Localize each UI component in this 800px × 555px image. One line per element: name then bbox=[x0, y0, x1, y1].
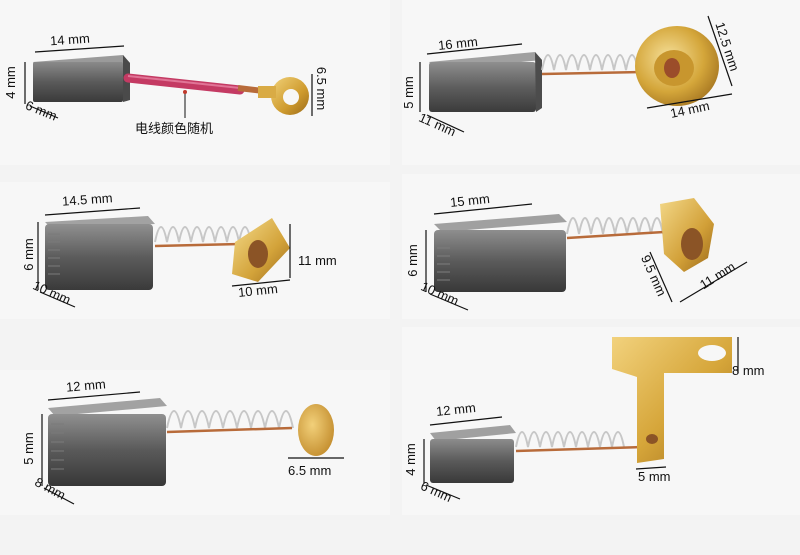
dimension-length: 12 mm bbox=[435, 399, 477, 420]
carbon-block bbox=[434, 230, 566, 292]
carbon-block bbox=[429, 62, 536, 112]
dimension-terminal-b: 5 mm bbox=[638, 469, 671, 484]
carbon-brush-4-drawing bbox=[425, 198, 748, 311]
dimension-length: 14 mm bbox=[49, 30, 91, 49]
bracket-terminal bbox=[612, 337, 732, 463]
carbon-block bbox=[33, 62, 123, 102]
dimension-length: 15 mm bbox=[449, 190, 491, 211]
dimension-length: 14.5 mm bbox=[61, 190, 114, 209]
product-panel-4: 15 mm 6 mm 10 mm 9.5 mm 11 mm bbox=[402, 174, 800, 319]
dimension-terminal-a: 8 mm bbox=[732, 363, 765, 378]
spring bbox=[166, 410, 294, 429]
carbon-brush-2-drawing bbox=[419, 15, 733, 133]
product-panel-3: 14.5 mm 6 mm 10 mm 11 mm 10 mm bbox=[0, 182, 390, 319]
disc-terminal bbox=[298, 404, 334, 456]
dimension-height: 5 mm bbox=[400, 76, 416, 109]
carbon-brush-3-drawing bbox=[37, 207, 291, 308]
spring bbox=[566, 217, 676, 235]
carbon-brush-1-drawing bbox=[24, 45, 313, 119]
dimension-height: 6 mm bbox=[404, 244, 420, 277]
product-panel-6: 12 mm 4 mm 6 mm 8 mm 5 mm bbox=[402, 327, 800, 515]
spring bbox=[154, 226, 252, 243]
dimension-height: 5 mm bbox=[20, 432, 36, 465]
dimension-height: 6 mm bbox=[20, 238, 36, 271]
dimension-terminal: 6.5 mm bbox=[288, 463, 332, 478]
dimension-terminal-a: 11 mm bbox=[298, 253, 337, 268]
carbon-brush-6-drawing bbox=[423, 337, 739, 500]
dimension-terminal: 6.5 mm bbox=[314, 66, 330, 111]
dimension-length: 12 mm bbox=[65, 376, 107, 395]
carbon-brush-5-drawing bbox=[41, 391, 344, 505]
dimension-length: 16 mm bbox=[437, 33, 479, 54]
carbon-block bbox=[430, 439, 514, 483]
product-panel-1: 14 mm 4 mm 6 mm 6.5 mm 电线颜色随机 bbox=[0, 0, 390, 165]
dimension-height: 4 mm bbox=[2, 66, 18, 99]
dimension-height: 4 mm bbox=[402, 443, 418, 476]
product-panel-2: 16 mm 5 mm 11 mm 12.5 mm 14 mm bbox=[400, 0, 800, 165]
lead-wire bbox=[123, 73, 245, 95]
product-panel-5: 12 mm 5 mm 8 mm 6.5 mm bbox=[0, 370, 390, 515]
carbon-block bbox=[48, 414, 166, 486]
spring bbox=[515, 431, 625, 448]
wire-color-note: 电线颜色随机 bbox=[135, 121, 214, 136]
carbon-block bbox=[45, 224, 153, 290]
dimension-terminal-b: 10 mm bbox=[237, 280, 279, 301]
